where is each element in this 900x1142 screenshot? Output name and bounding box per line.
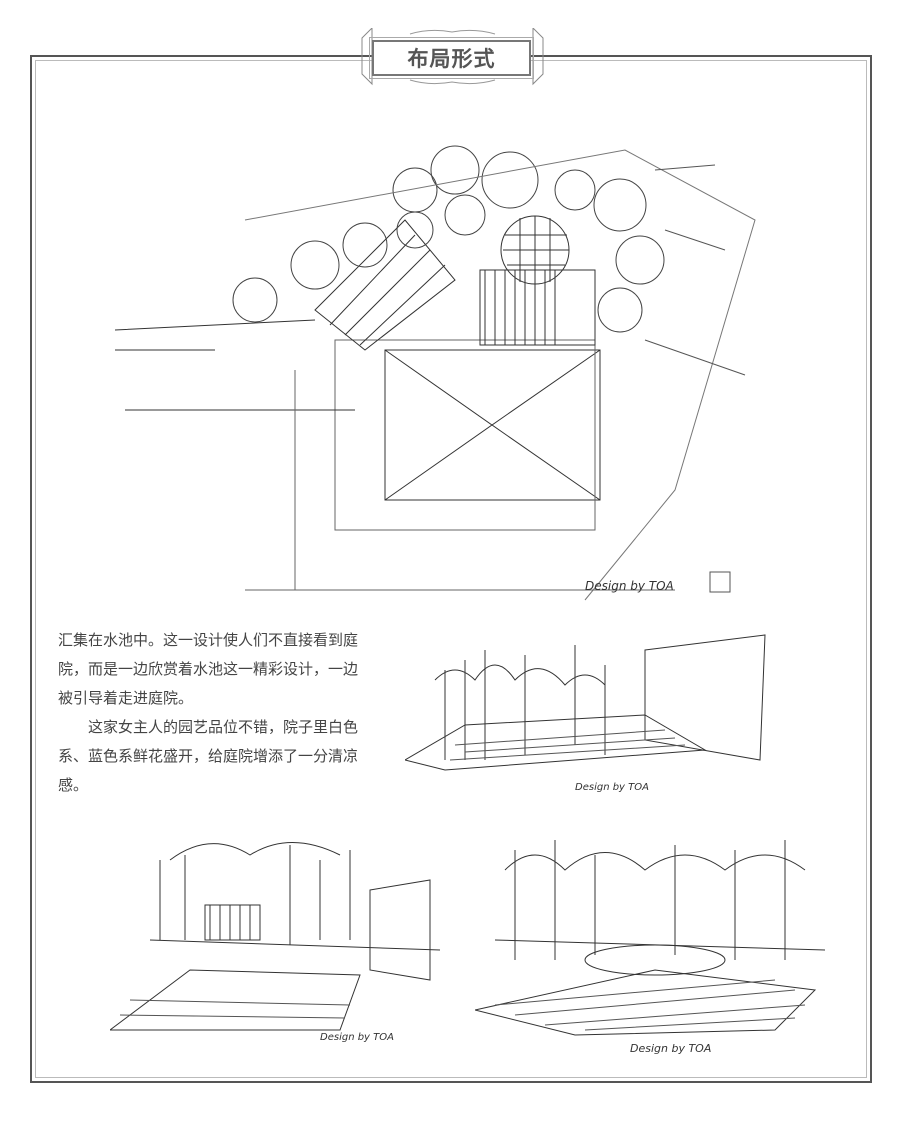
perspective-sketch-3: Design by TOA <box>475 840 826 1055</box>
section-title-box: 布局形式 <box>369 37 534 79</box>
section-title: 布局形式 <box>407 47 496 71</box>
ornament-icon <box>361 28 544 86</box>
body-paragraph-1: 汇集在水池中。这一设计使人们不直接看到庭院，而是一边欣赏着水池这一精彩设计，一边… <box>58 631 359 707</box>
sketch-signature: Design by TOA <box>630 1042 711 1055</box>
body-text: 汇集在水池中。这一设计使人们不直接看到庭院，而是一边欣赏着水池这一精彩设计，一边… <box>58 626 368 800</box>
plan-signature: Design by TOA <box>585 579 674 593</box>
perspective-sketch-1: Design by TOA <box>405 634 766 793</box>
perspective-sketch-2: Design by TOA <box>110 842 441 1043</box>
section-header: 布局形式 <box>360 28 545 86</box>
sketch-signature: Design by TOA <box>575 782 649 793</box>
garden-plan-sketch: Design by TOA <box>115 145 756 601</box>
sketch-signature: Design by TOA <box>320 1032 394 1043</box>
body-paragraph-2: 这家女主人的园艺品位不错，院子里白色系、蓝色系鲜花盛开，给庭院增添了一分清凉感。 <box>58 718 359 794</box>
